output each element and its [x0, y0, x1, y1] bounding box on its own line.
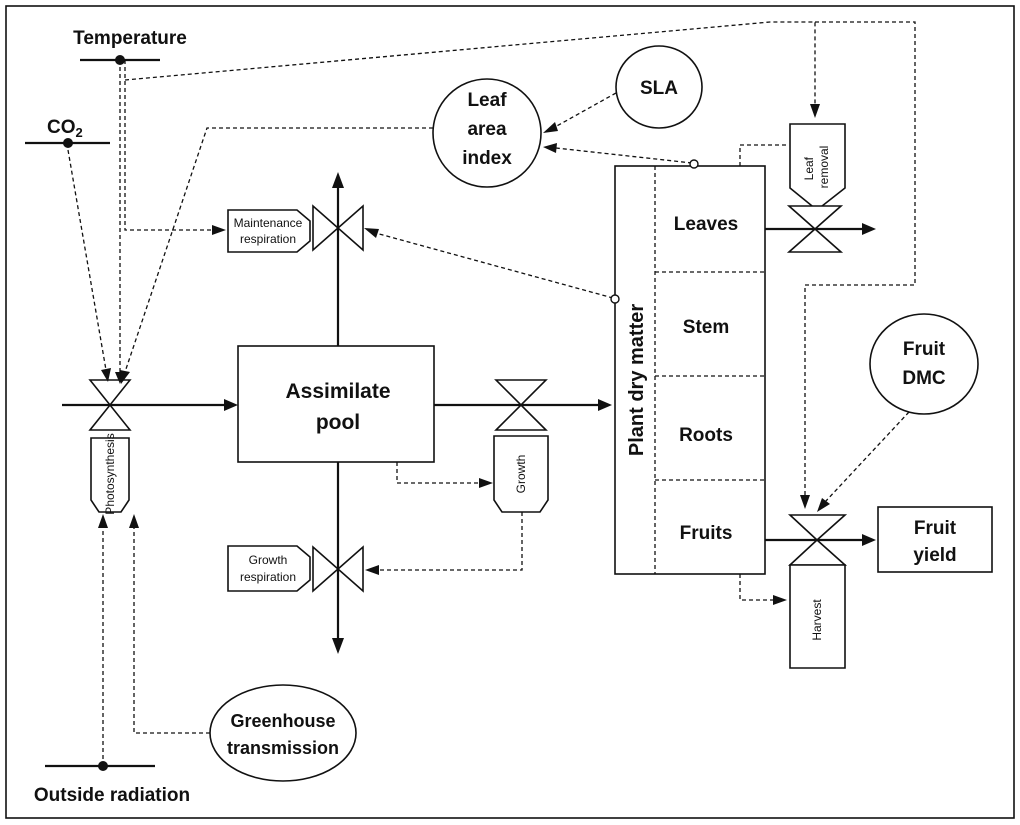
- co2-driver: CO2: [25, 117, 110, 148]
- diagram-frame: [5, 5, 1015, 819]
- temperature-driver: Temperature: [73, 28, 187, 65]
- assimilate-pool-box: Assimilate pool: [237, 345, 435, 463]
- organ-fruits: Fruits: [680, 523, 733, 544]
- svg-text:DMC: DMC: [902, 368, 946, 389]
- svg-text:index: index: [462, 148, 512, 169]
- maintenance-respiration-valve: Maintenance respiration: [227, 204, 364, 253]
- outside-radiation-driver: Outside radiation: [34, 761, 190, 806]
- growth-label: Growth: [514, 455, 528, 494]
- plant-dry-matter-box: Plant dry matter Leaves Stem Roots Fruit…: [614, 165, 766, 575]
- fruit-dmc-oval: Fruit DMC: [869, 313, 979, 415]
- organ-leaves: Leaves: [674, 214, 738, 235]
- svg-text:Fruit: Fruit: [903, 339, 946, 360]
- svg-text:Growth: Growth: [249, 553, 288, 567]
- growth-respiration-valve: Growth respiration: [227, 545, 364, 593]
- svg-text:transmission: transmission: [227, 738, 339, 758]
- organ-roots: Roots: [679, 425, 733, 446]
- svg-text:respiration: respiration: [240, 232, 296, 246]
- harvest-valve: Harvest: [787, 514, 848, 669]
- svg-text:Greenhouse: Greenhouse: [230, 711, 335, 731]
- growth-valve: Growth: [493, 379, 549, 513]
- photosynthesis-label: Photosynthesis: [103, 433, 117, 514]
- photosynthesis-valve: Photosynthesis: [88, 379, 132, 515]
- organ-stem: Stem: [683, 317, 729, 338]
- temperature-label: Temperature: [73, 28, 187, 49]
- svg-text:Fruit: Fruit: [914, 518, 957, 539]
- svg-text:respiration: respiration: [240, 570, 296, 584]
- plant-dry-matter-title: Plant dry matter: [626, 304, 648, 456]
- harvest-label: Harvest: [810, 599, 824, 641]
- svg-text:yield: yield: [913, 545, 956, 566]
- information-links: [67, 21, 916, 766]
- leaf-area-index-oval: Leaf area index: [432, 78, 542, 188]
- svg-text:SLA: SLA: [640, 78, 678, 99]
- svg-text:pool: pool: [316, 411, 360, 434]
- sla-oval: SLA: [615, 45, 703, 129]
- leaf-removal-valve: Leaf removal: [786, 123, 846, 253]
- co2-node: [63, 138, 73, 148]
- solid-flows: [62, 172, 876, 654]
- svg-text:Leaf: Leaf: [467, 90, 507, 111]
- outside-radiation-label: Outside radiation: [34, 785, 190, 806]
- svg-text:Maintenance: Maintenance: [234, 216, 303, 230]
- co2-subscript: 2: [76, 125, 83, 140]
- fruit-yield-box: Fruit yield: [877, 506, 993, 573]
- svg-text:area: area: [467, 119, 507, 140]
- leaf-removal-label: Leaf removal: [802, 146, 831, 189]
- co2-label: CO2: [47, 117, 83, 140]
- greenhouse-transmission-oval: Greenhouse transmission: [209, 684, 357, 782]
- svg-text:Assimilate: Assimilate: [285, 380, 390, 403]
